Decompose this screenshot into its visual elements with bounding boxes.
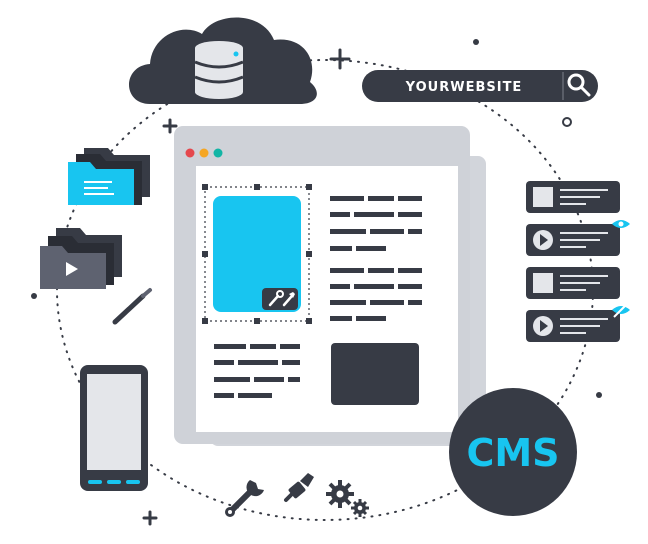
video-list-item-icon[interactable] xyxy=(526,310,620,342)
image-list-item-icon[interactable] xyxy=(526,181,620,213)
plus-decoration xyxy=(142,48,351,526)
folder-video-icon[interactable] xyxy=(40,228,122,289)
search-text: YOURWEBSITE xyxy=(405,80,523,95)
magnifier-icon[interactable] xyxy=(567,73,591,97)
text-lines xyxy=(214,196,422,398)
folder-document-icon[interactable] xyxy=(68,148,150,205)
edit-tools-icon[interactable] xyxy=(262,288,298,310)
gears-icon xyxy=(326,480,369,517)
dot-decoration xyxy=(473,39,479,45)
image-placeholder[interactable] xyxy=(213,196,301,312)
search-bar[interactable]: YOURWEBSITE xyxy=(362,70,598,102)
close-dot[interactable] xyxy=(185,148,195,158)
cms-text: CMS xyxy=(466,431,559,475)
cms-badge[interactable]: CMS xyxy=(449,388,577,516)
wrench-icon xyxy=(225,480,264,517)
image-list-item-icon[interactable] xyxy=(526,267,620,299)
paint-brush-icon xyxy=(284,473,314,502)
video-list-item-icon[interactable] xyxy=(526,224,620,256)
ring-decoration xyxy=(562,117,572,127)
dot-decoration xyxy=(31,293,37,299)
mobile-phone-icon[interactable] xyxy=(80,365,148,491)
maximize-dot[interactable] xyxy=(213,148,223,158)
hidden-eye-icon[interactable] xyxy=(612,302,630,318)
database-cloud-icon xyxy=(129,17,317,104)
media-block[interactable] xyxy=(331,343,419,405)
minimize-dot[interactable] xyxy=(199,148,209,158)
eye-icon[interactable] xyxy=(612,220,630,228)
dot-decoration xyxy=(596,392,602,398)
pencil-icon xyxy=(112,288,152,325)
browser-window xyxy=(174,126,470,444)
selection-handles[interactable] xyxy=(202,184,312,324)
